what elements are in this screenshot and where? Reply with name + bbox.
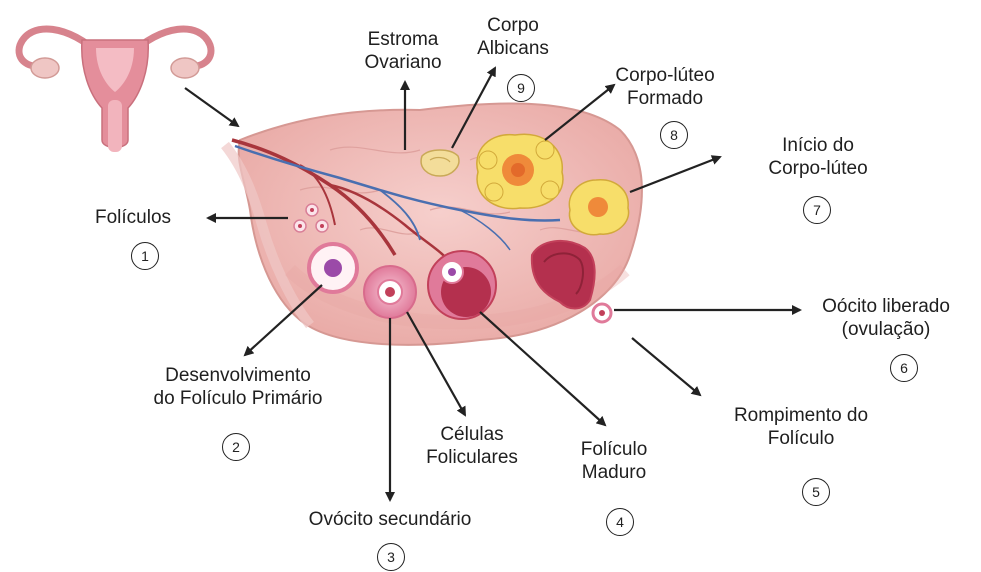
released-oocyte [593, 304, 611, 322]
label-corpo-albicans: Corpo Albicans [458, 14, 568, 60]
label-foliculos: Folículos [95, 206, 171, 229]
label-formado-line2: Formado [600, 87, 730, 110]
arrow-rompimento [632, 338, 700, 395]
label-inicio-line1: Início do [748, 134, 888, 157]
number-badge-4: 4 [606, 508, 634, 536]
uterus-to-ovary-arrow [185, 88, 238, 126]
label-maduro-line2: Maduro [566, 461, 662, 484]
number-badge-8: 8 [660, 121, 688, 149]
label-desenvolvimento-line2: do Folículo Primário [128, 387, 348, 410]
label-estroma-ovariano: Estroma Ovariano [348, 28, 458, 74]
formed-corpus-luteum [477, 134, 563, 208]
number-badge-9: 9 [507, 74, 535, 102]
label-oocito-liberado: Oócito liberado (ovulação) [806, 295, 966, 341]
arrow-inicio-corpo [630, 157, 720, 192]
label-maduro-line1: Folículo [566, 438, 662, 461]
mature-follicle [428, 251, 496, 319]
label-albicans-line2: Albicans [458, 37, 568, 60]
label-rompimento: Rompimento do Folículo [706, 404, 896, 450]
label-corpo-luteo-formado: Corpo-lúteo Formado [600, 64, 730, 110]
label-liberado-line2: (ovulação) [806, 318, 966, 341]
label-celulas-line2: Foliculares [418, 446, 526, 469]
label-ovocito-text: Ovócito secundário [280, 508, 500, 531]
label-celulas-line1: Células [418, 423, 526, 446]
corpus-albicans [421, 150, 459, 176]
uterus-icon [19, 29, 211, 152]
number-badge-6: 6 [890, 354, 918, 382]
label-celulas-foliculares: Células Foliculares [418, 423, 526, 469]
secondary-follicle [364, 266, 416, 318]
label-rompimento-line2: Folículo [706, 427, 896, 450]
number-badge-5: 5 [802, 478, 830, 506]
label-ovocito: Ovócito secundário [280, 508, 500, 531]
label-foliculos-text: Folículos [95, 206, 171, 229]
label-estroma-line2: Ovariano [348, 51, 458, 74]
label-foliculo-maduro: Folículo Maduro [566, 438, 662, 484]
label-albicans-line1: Corpo [458, 14, 568, 37]
number-badge-1: 1 [131, 242, 159, 270]
label-desenvolvimento-line1: Desenvolvimento [128, 364, 348, 387]
label-inicio-corpo-luteo: Início do Corpo-lúteo [748, 134, 888, 180]
label-desenvolvimento: Desenvolvimento do Folículo Primário [128, 364, 348, 410]
label-formado-line1: Corpo-lúteo [600, 64, 730, 87]
primary-follicle [309, 244, 357, 292]
label-inicio-line2: Corpo-lúteo [748, 157, 888, 180]
early-corpus-luteum [569, 180, 628, 235]
number-badge-3: 3 [377, 543, 405, 571]
number-badge-7: 7 [803, 196, 831, 224]
label-rompimento-line1: Rompimento do [706, 404, 896, 427]
label-liberado-line1: Oócito liberado [806, 295, 966, 318]
label-estroma-line1: Estroma [348, 28, 458, 51]
number-badge-2: 2 [222, 433, 250, 461]
